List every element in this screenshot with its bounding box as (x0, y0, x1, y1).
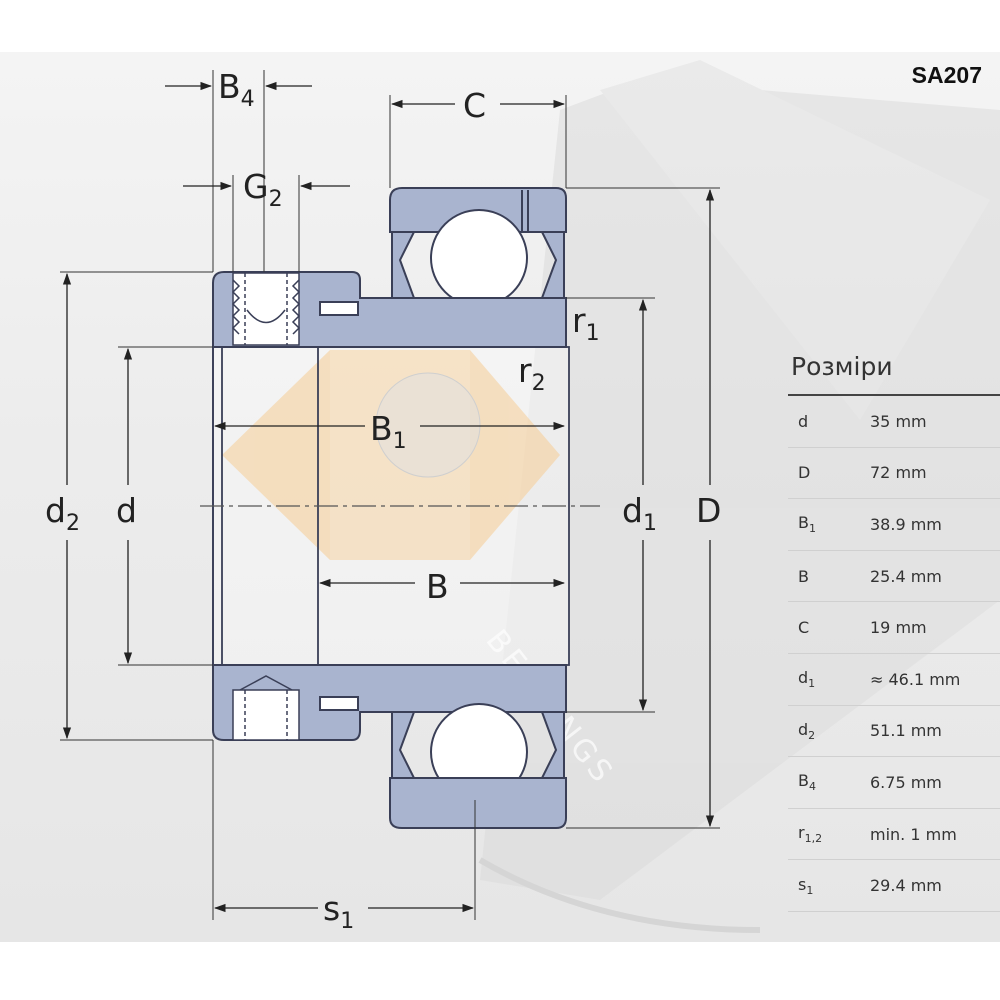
dimension-value: 72 mm (870, 463, 927, 483)
table-row: B4 6.75 mm (788, 757, 1000, 809)
dimension-value: min. 1 mm (870, 824, 957, 844)
seal-top (391, 231, 565, 299)
dimension-symbol: d2 (798, 719, 816, 742)
dimension-value: 25.4 mm (870, 566, 942, 586)
outer-ring-bottom (389, 777, 567, 829)
dimension-value: 35 mm (870, 411, 927, 431)
label-b4: B4 (218, 67, 255, 112)
dimensions-heading: Розміри (788, 344, 1000, 396)
label-r2: r2 (518, 351, 546, 396)
table-row: s1 29.4 mm (788, 860, 1000, 912)
dimension-symbol: B1 (798, 513, 816, 536)
inner-ring-top (212, 271, 567, 348)
dimension-symbol: B (798, 566, 809, 586)
label-outer-d: D (696, 491, 721, 530)
dimensions-table: Розміри d 35 mm D 72 mm B1 38.9 mm B 25.4 mm C 19… (788, 344, 1000, 912)
dimension-symbol: s1 (798, 874, 814, 897)
table-row: d2 51.1 mm (788, 706, 1000, 758)
label-g2: G2 (243, 167, 283, 212)
seal-bottom (391, 711, 565, 779)
dimension-value: 29.4 mm (870, 876, 942, 896)
dimension-symbol: C (798, 618, 810, 638)
dimension-value: 51.1 mm (870, 721, 942, 741)
set-screw-bottom (232, 675, 300, 741)
dimension-symbol: B4 (798, 771, 816, 794)
dimensions-rows: d 35 mm D 72 mm B1 38.9 mm B 25.4 mm C 19 mm d1 ≈ 4… (788, 396, 1000, 912)
label-s1: s1 (323, 889, 354, 934)
background-box-shape (478, 60, 1000, 933)
label-b1: B1 (370, 409, 407, 454)
ball-top (430, 209, 528, 307)
label-c: C (463, 86, 486, 125)
table-row: B1 38.9 mm (788, 499, 1000, 551)
label-r1: r1 (572, 301, 600, 346)
bore-ball-hint (375, 372, 481, 478)
dimension-value: 38.9 mm (870, 514, 942, 534)
table-row: D 72 mm (788, 448, 1000, 500)
dimension-symbol: d (798, 411, 809, 431)
dimension-symbol: D (798, 463, 811, 483)
product-code-title: SA207 (911, 62, 982, 88)
table-row: d1 ≈ 46.1 mm (788, 654, 1000, 706)
dimension-value: 19 mm (870, 618, 927, 638)
extension-lines (60, 70, 720, 920)
set-screw-top (231, 272, 301, 346)
label-d1: d1 (622, 491, 657, 536)
dimension-lines (62, 81, 715, 913)
label-d: d (116, 491, 137, 530)
table-row: d 35 mm (788, 396, 1000, 448)
label-b: B (426, 567, 449, 606)
table-row: B 25.4 mm (788, 551, 1000, 603)
dimension-value: 6.75 mm (870, 772, 942, 792)
label-d2: d2 (45, 491, 80, 536)
dimension-symbol: d1 (798, 668, 816, 691)
inner-ring-bottom (212, 664, 567, 741)
dimension-symbol: r1,2 (798, 822, 823, 846)
table-row: C 19 mm (788, 602, 1000, 654)
dimension-value: ≈ 46.1 mm (870, 669, 961, 689)
table-row: r1,2 min. 1 mm (788, 809, 1000, 861)
